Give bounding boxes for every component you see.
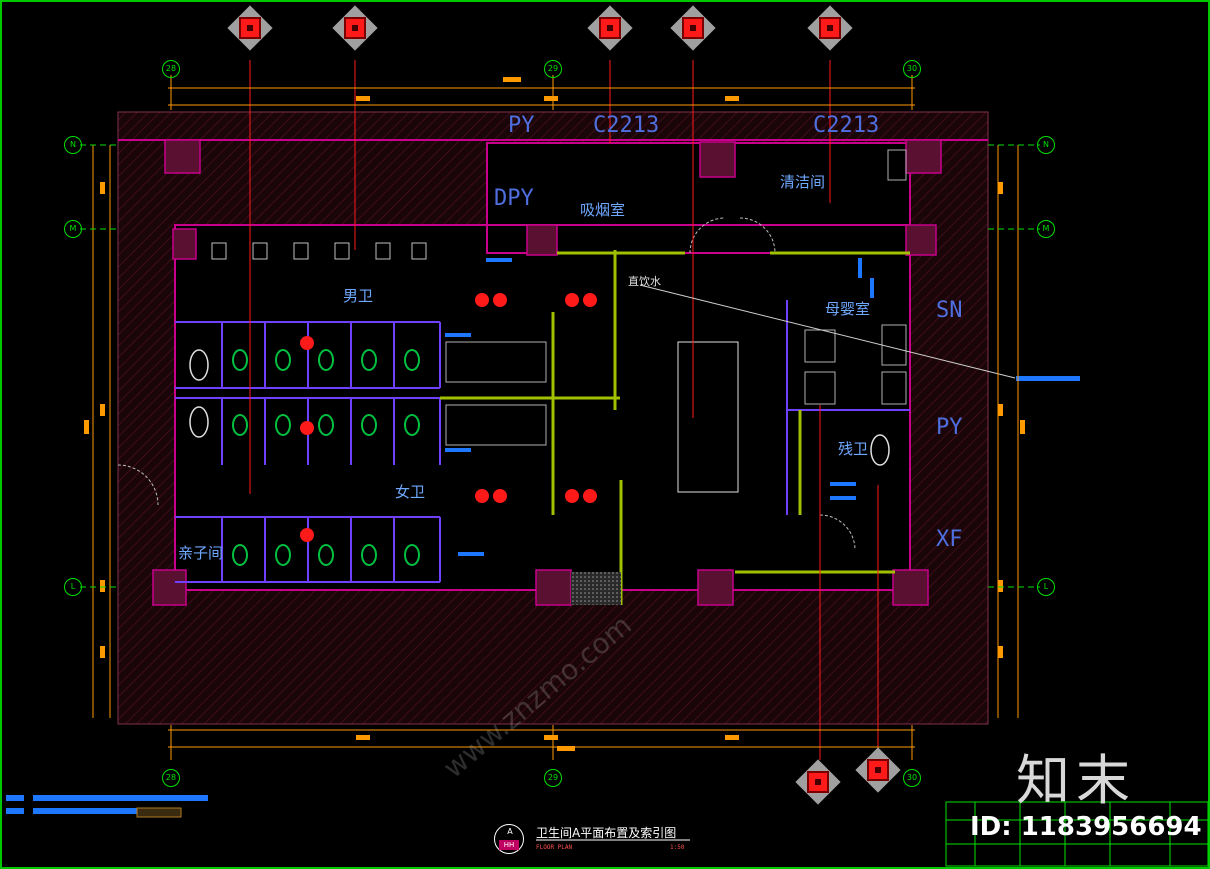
- index-tag[interactable]: [807, 5, 853, 51]
- grid-lines: [80, 144, 1040, 588]
- grid-bubble-left-n: N: [64, 136, 82, 154]
- shaft-label-sn: SN: [936, 298, 963, 323]
- watermark-id: ID: 1183956694: [970, 812, 1202, 842]
- room-label-female: 女卫: [395, 483, 426, 501]
- basin-counters: [445, 149, 907, 446]
- blue-fixtures: [445, 258, 1080, 556]
- drawing-title: 卫生间A平面布置及索引图: [536, 826, 677, 840]
- legend-bars: [6, 795, 208, 814]
- wc-fixtures: [189, 349, 890, 466]
- index-tag[interactable]: [670, 5, 716, 51]
- grid-bubble-right-l: L: [1037, 578, 1055, 596]
- diamond-index-icon: [815, 779, 821, 785]
- room-label-mother-baby: 母婴室: [825, 300, 871, 318]
- door-swings: [117, 217, 856, 551]
- shaft-label-py-top: PY: [508, 113, 535, 138]
- drawing-index-letter: A: [507, 827, 513, 836]
- diamond-index-icon: [352, 25, 358, 31]
- diamond-index-icon: [875, 767, 881, 773]
- grid-bubble-right-n: N: [1037, 136, 1055, 154]
- dimension-ticks: [84, 77, 1025, 751]
- grid-bubble-left-l: L: [64, 578, 82, 596]
- twin-marker-icon: [565, 486, 599, 506]
- room-label-male: 男卫: [343, 287, 374, 305]
- grid-bubble-bottom-30: 30: [903, 769, 921, 787]
- index-tag[interactable]: [227, 5, 273, 51]
- twin-marker-icon: [475, 290, 509, 310]
- shaft-label-c2213-a: C2213: [593, 113, 660, 138]
- dimension-lines: [92, 75, 1019, 760]
- twin-marker-icon: [475, 486, 509, 506]
- room-label-drinking-water: 直饮水: [628, 275, 661, 288]
- twin-marker-icon: [565, 290, 599, 310]
- single-marker-icon: [298, 333, 320, 353]
- watermark-brand: 知末: [1016, 749, 1136, 812]
- central-island: [677, 341, 739, 493]
- index-leaders: [249, 60, 879, 760]
- diamond-index-icon: [607, 25, 613, 31]
- grid-bubble-bottom-29: 29: [544, 769, 562, 787]
- grid-bubble-top-30: 30: [903, 60, 921, 78]
- grid-bubble-top-28: 28: [162, 60, 180, 78]
- room-label-cleaning: 清洁间: [780, 173, 826, 191]
- shaft-label-c2213-b: C2213: [813, 113, 880, 138]
- single-marker-icon: [298, 525, 320, 545]
- columns: [152, 139, 942, 606]
- title-block-grid: [945, 801, 1209, 867]
- drawing-scale: 1:50: [670, 844, 685, 851]
- index-tag[interactable]: [587, 5, 633, 51]
- shaft-label-dpy: DPY: [494, 186, 534, 211]
- diamond-index-icon: [247, 25, 253, 31]
- toilet-fixtures: [232, 349, 420, 566]
- legend-swatch: [136, 807, 182, 818]
- shaft-label-xf: XF: [936, 527, 963, 552]
- interior-area: [175, 225, 910, 590]
- drawing-index-code: HH: [499, 840, 519, 850]
- room-label-smoking: 吸烟室: [580, 201, 626, 219]
- room-label-family: 亲子间: [178, 544, 224, 562]
- grid-bubble-right-m: M: [1037, 220, 1055, 238]
- grid-bubble-left-m: M: [64, 220, 82, 238]
- shaft-label-py-right: PY: [936, 415, 963, 440]
- single-marker-icon: [298, 418, 320, 438]
- grid-bubble-top-29: 29: [544, 60, 562, 78]
- index-tag[interactable]: [855, 747, 901, 793]
- index-tag[interactable]: [332, 5, 378, 51]
- partitions: [175, 300, 910, 583]
- drawing-index-badge: A HH: [494, 824, 524, 854]
- urinal-row: [211, 242, 427, 260]
- diamond-index-icon: [690, 25, 696, 31]
- hatched-block: [571, 572, 621, 605]
- grid-bubble-bottom-28: 28: [162, 769, 180, 787]
- room-label-accessible: 残卫: [838, 440, 869, 458]
- index-tag[interactable]: [795, 759, 841, 805]
- diamond-index-icon: [827, 25, 833, 31]
- note-leader: [639, 284, 1016, 379]
- drawing-subtitle: FLOOR PLAN: [536, 844, 573, 851]
